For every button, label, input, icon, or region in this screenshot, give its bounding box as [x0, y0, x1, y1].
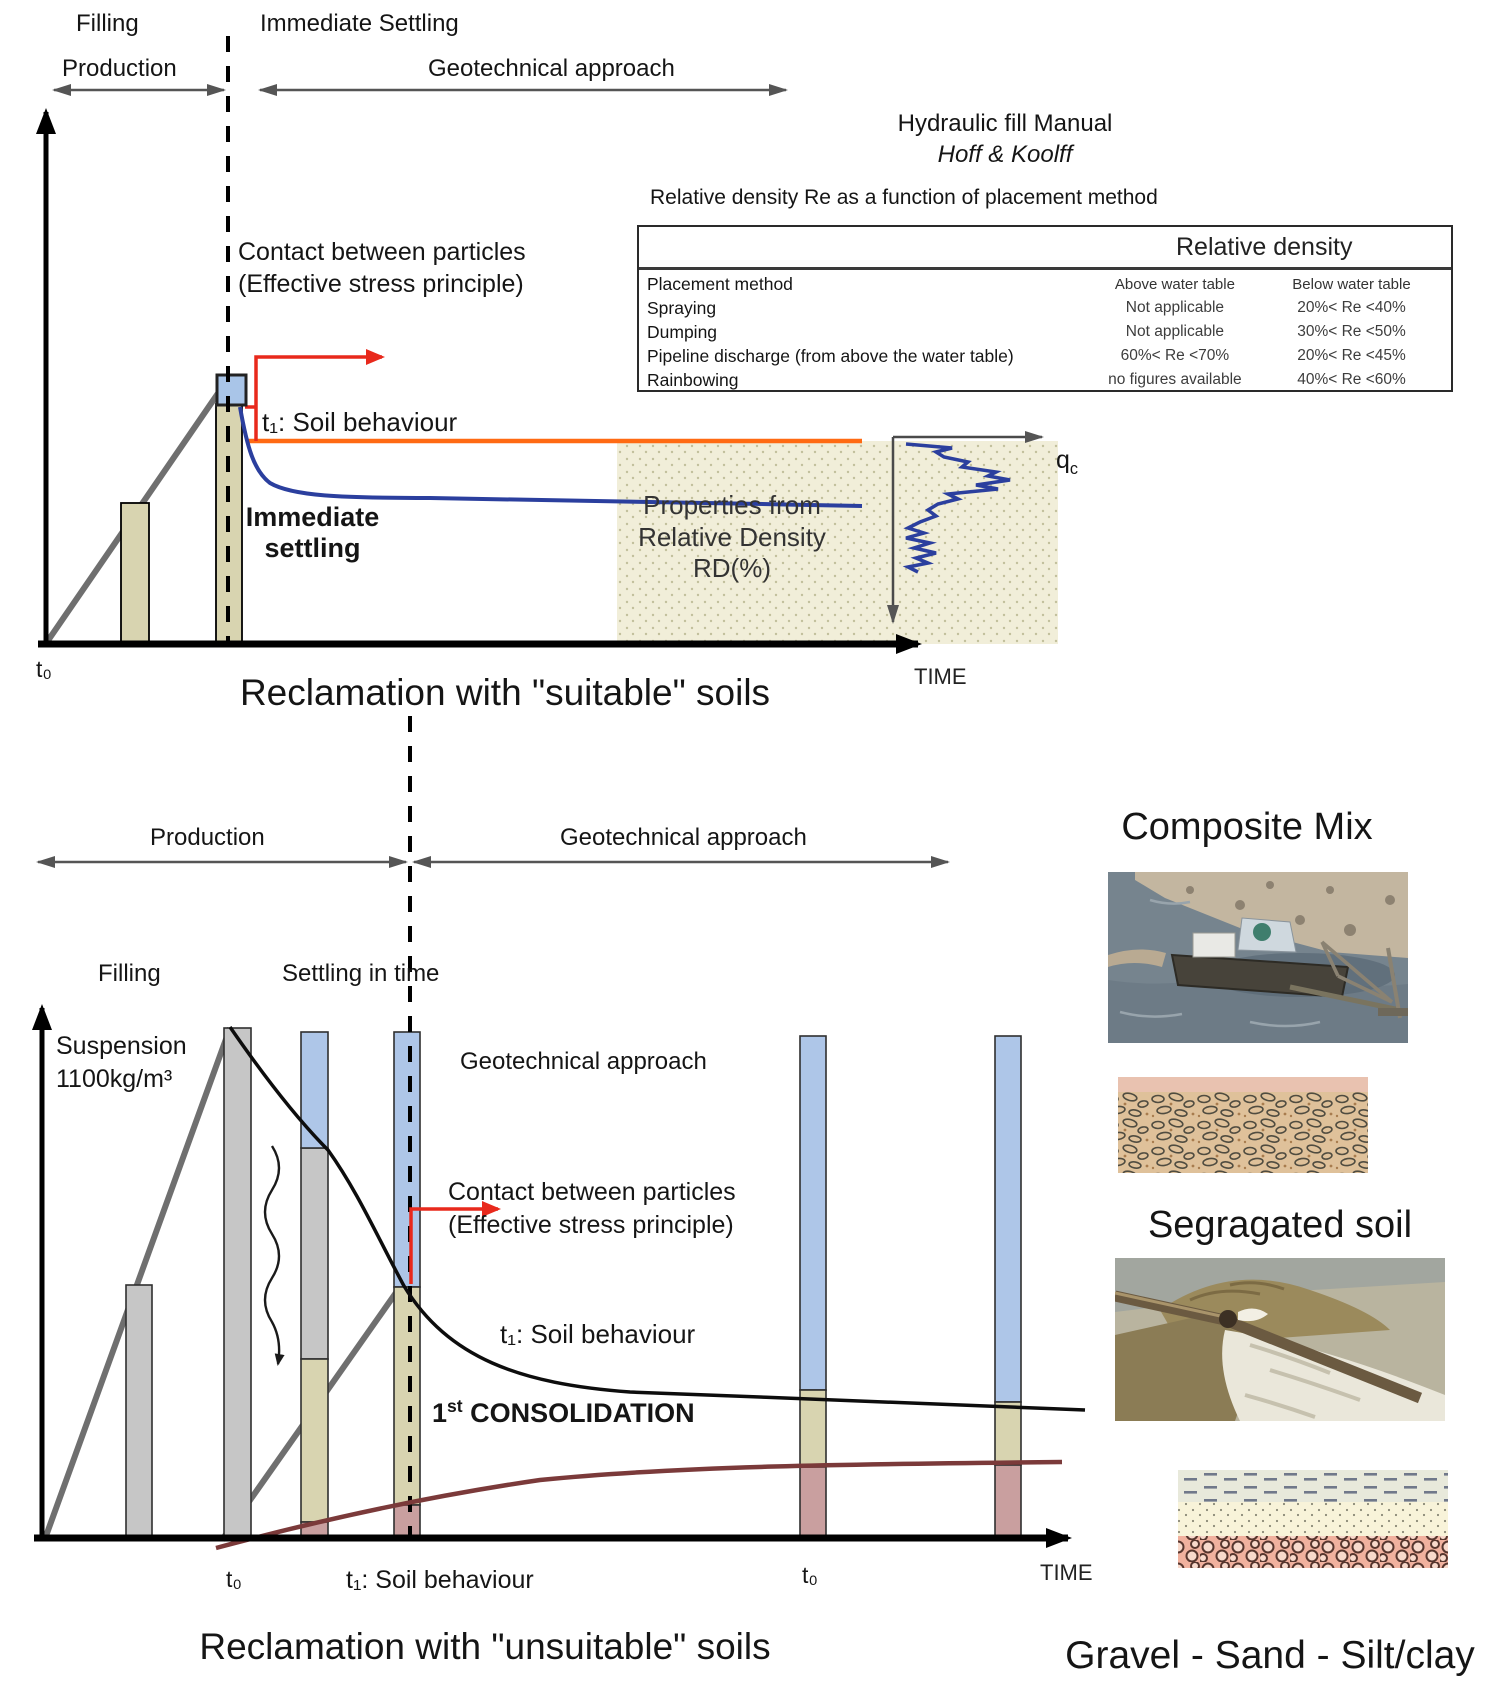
- col-placement-method: Placement method: [647, 273, 793, 294]
- immediate-settling-curve: [238, 406, 863, 508]
- consolidation-curve-maroon: [215, 1459, 1063, 1551]
- table-header-rule: [639, 267, 1451, 270]
- settling-in-time-label: Settling in time: [282, 960, 440, 987]
- col-below-water-table: Below water table: [1292, 275, 1411, 293]
- first-consolidation-label: 1st CONSOLIDATION: [432, 1396, 695, 1428]
- table-row: Pipeline discharge (from above the water…: [647, 345, 1406, 366]
- segregated-soil-photo: [1115, 1258, 1445, 1421]
- contact-particles-line2: (Effective stress principle): [238, 270, 524, 298]
- settling-word: settling: [264, 533, 361, 564]
- bottom-t0-second: t₀: [802, 1562, 818, 1588]
- contact-arrow-red: [245, 357, 382, 441]
- col-above-water-table: Above water table: [1114, 275, 1235, 293]
- manual-authors: Hoff & Koolff: [937, 141, 1073, 168]
- composite-texture: [1118, 1092, 1368, 1173]
- top-t0-label: t₀: [36, 656, 52, 682]
- settling-wavy-arrow: [263, 1145, 285, 1366]
- suspension-line2: 1100kg/m³: [56, 1064, 173, 1093]
- suitable-soils-title: Reclamation with "suitable" soils: [239, 672, 771, 713]
- manual-title: Hydraulic fill Manual: [897, 110, 1113, 137]
- bottom-time-label: TIME: [1040, 1560, 1093, 1585]
- settling-curve-black: [228, 1026, 1086, 1412]
- fill-column-small: [120, 502, 150, 643]
- suitable-soils-diagram: [36, 36, 1058, 654]
- manual-subtitle: Relative density Re as a function of pla…: [650, 186, 1158, 209]
- bottom-production-label: Production: [150, 824, 265, 851]
- suspension-line1: Suspension: [56, 1032, 187, 1060]
- silt-clay-layer: [1178, 1470, 1448, 1502]
- contact-point-square: [215, 373, 248, 407]
- t1-soil-behaviour-label-2: t₁: Soil behaviour: [500, 1319, 696, 1349]
- qc-label: qc: [1056, 446, 1079, 478]
- unsuitable-soils-title: Reclamation with "unsuitable" soils: [199, 1626, 771, 1667]
- bottom-t0-first: t₀: [226, 1566, 242, 1592]
- bottom-filling-label: Filling: [98, 960, 161, 987]
- table-column-header-row: Placement method Above water table Below…: [639, 272, 1451, 296]
- relative-density-shaded-region: [617, 441, 1058, 644]
- top-time-label: TIME: [914, 664, 967, 689]
- unsuitable-soils-diagram: [32, 716, 1086, 1551]
- top-filling-label: Filling: [76, 10, 139, 37]
- gravel-layer: [1178, 1536, 1448, 1568]
- composite-texture-top-strip: [1118, 1077, 1368, 1095]
- properties-line3: RD(%): [693, 553, 771, 584]
- bottom-t1-axis-label: t₁: Soil behaviour: [346, 1566, 534, 1594]
- bottom-geotechnical-label: Geotechnical approach: [560, 824, 807, 851]
- contact-particles-line2-2: (Effective stress principle): [448, 1211, 734, 1239]
- filling-rate-line-2: [43, 1026, 233, 1538]
- contact-particles-line1: Contact between particles: [238, 238, 526, 266]
- top-geotechnical-label: Geotechnical approach: [428, 55, 675, 82]
- suspension-label: Suspension 1100kg/m³: [56, 1030, 187, 1095]
- immediate-word: Immediate: [245, 502, 380, 532]
- table-group-header: Relative density: [1175, 232, 1353, 261]
- segregated-soil-title: Segragated soil: [1147, 1204, 1413, 1246]
- cpt-trace: [902, 442, 1011, 574]
- immediate-settling-bold: Immediate settling: [240, 502, 385, 564]
- geo-inner-label: Geotechnical approach: [460, 1048, 707, 1075]
- sand-layer: [1178, 1502, 1448, 1536]
- soil-layers-legend: [1178, 1470, 1448, 1568]
- properties-line1: Properties from: [643, 490, 821, 520]
- contact-arrow-red-2: [409, 1201, 501, 1284]
- gravel-sand-silt-caption: Gravel - Sand - Silt/clay: [1065, 1634, 1475, 1677]
- contact-particles-line1-2: Contact between particles: [448, 1178, 736, 1206]
- suspension-columns: [125, 1027, 1022, 1539]
- properties-line2: Relative Density: [638, 521, 826, 552]
- t1-soil-behaviour-label: t₁: Soil behaviour: [262, 407, 458, 437]
- top-immediate-settling-label: Immediate Settling: [260, 10, 459, 37]
- relative-density-table: Relative density Placement method Above …: [637, 225, 1453, 392]
- top-production-label: Production: [62, 55, 177, 82]
- composite-mix-title: Composite Mix: [1121, 806, 1373, 848]
- properties-rd-label: Properties from Relative Density RD(%): [592, 490, 872, 585]
- composite-mix-photo: [1108, 872, 1408, 1043]
